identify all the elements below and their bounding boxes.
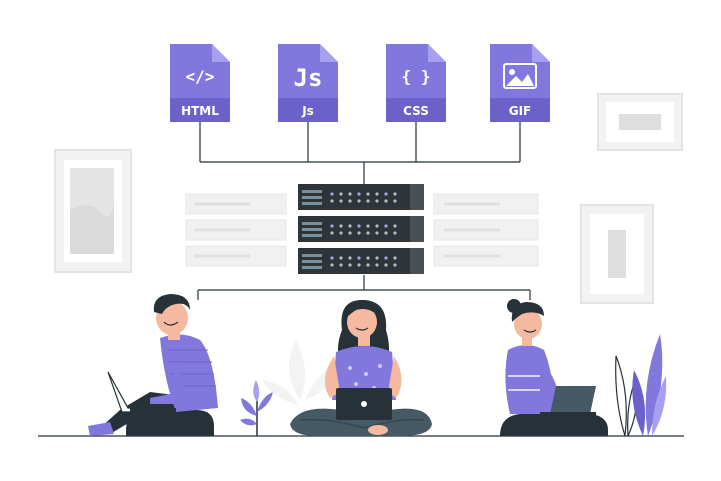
file-connector-lines (199, 121, 521, 184)
file-icon-html: HTML </> (170, 44, 230, 122)
picture-frame-top-right (597, 93, 683, 151)
file-type-label: CSS (403, 104, 429, 118)
file-type-label: Js (301, 104, 314, 118)
braces-icon: { } (402, 67, 431, 86)
picture-frame-left (54, 149, 132, 273)
server-stack (298, 184, 424, 274)
ghost-server-left (185, 193, 287, 267)
code-icon: </> (186, 67, 215, 86)
server-rack (298, 248, 424, 274)
woman-with-laptop-center (290, 300, 432, 436)
man-with-laptop (88, 294, 218, 436)
file-icon-gif: GIF (490, 44, 550, 122)
image-icon (503, 63, 537, 89)
javascript-icon: Js (294, 64, 323, 92)
picture-frame-right (580, 204, 654, 304)
file-type-label: GIF (509, 104, 532, 118)
people-connector-lines (197, 275, 531, 300)
file-icon-css: CSS { } (386, 44, 446, 122)
server-rack (298, 184, 424, 210)
server-rack (298, 216, 424, 242)
woman-with-laptop-right (500, 299, 608, 436)
file-type-label: HTML (181, 104, 219, 118)
right-plant-purple (632, 334, 667, 436)
ghost-server-right (433, 193, 539, 267)
left-plant (240, 380, 273, 436)
